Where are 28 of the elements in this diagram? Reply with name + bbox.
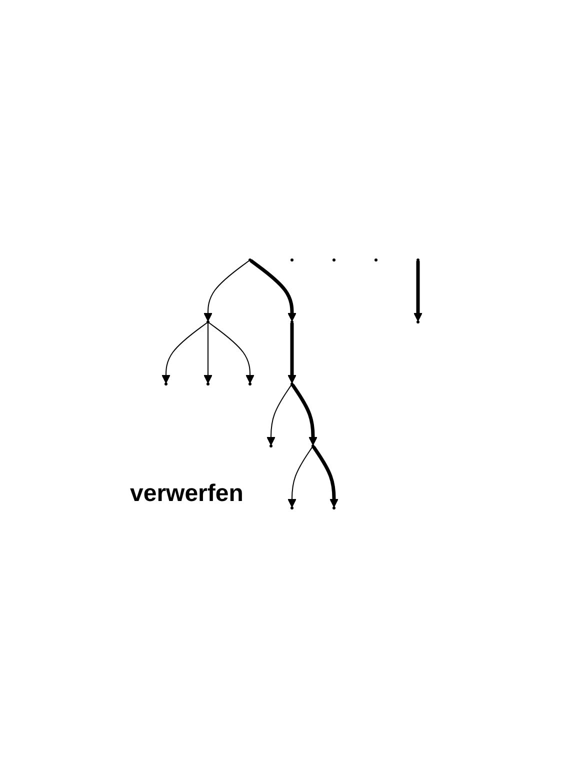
arrow [290,384,317,446]
node-circle [332,506,335,510]
node-circle [416,320,419,324]
node-circle [206,320,209,324]
node-circle [290,506,293,510]
arrow [203,322,212,384]
arrow [203,260,250,322]
arrow [287,323,296,384]
node-circle [290,320,293,324]
arrow [161,322,208,384]
note-text: verwerfen [130,480,244,508]
node-circle [269,444,272,448]
node-circle [332,258,335,262]
arrow [208,322,254,384]
node-circle [248,382,251,386]
arrow [287,446,312,508]
arrow [312,446,338,508]
node-circle [248,258,251,262]
arrow [413,261,422,322]
arrow [249,259,296,322]
node-circle [290,382,293,386]
node-circle [374,258,377,262]
node-circle [416,258,419,262]
node-circle [311,444,314,448]
node-circle [164,382,167,386]
node-circle [290,258,293,262]
arrow [266,384,292,446]
node-circle [206,382,209,386]
